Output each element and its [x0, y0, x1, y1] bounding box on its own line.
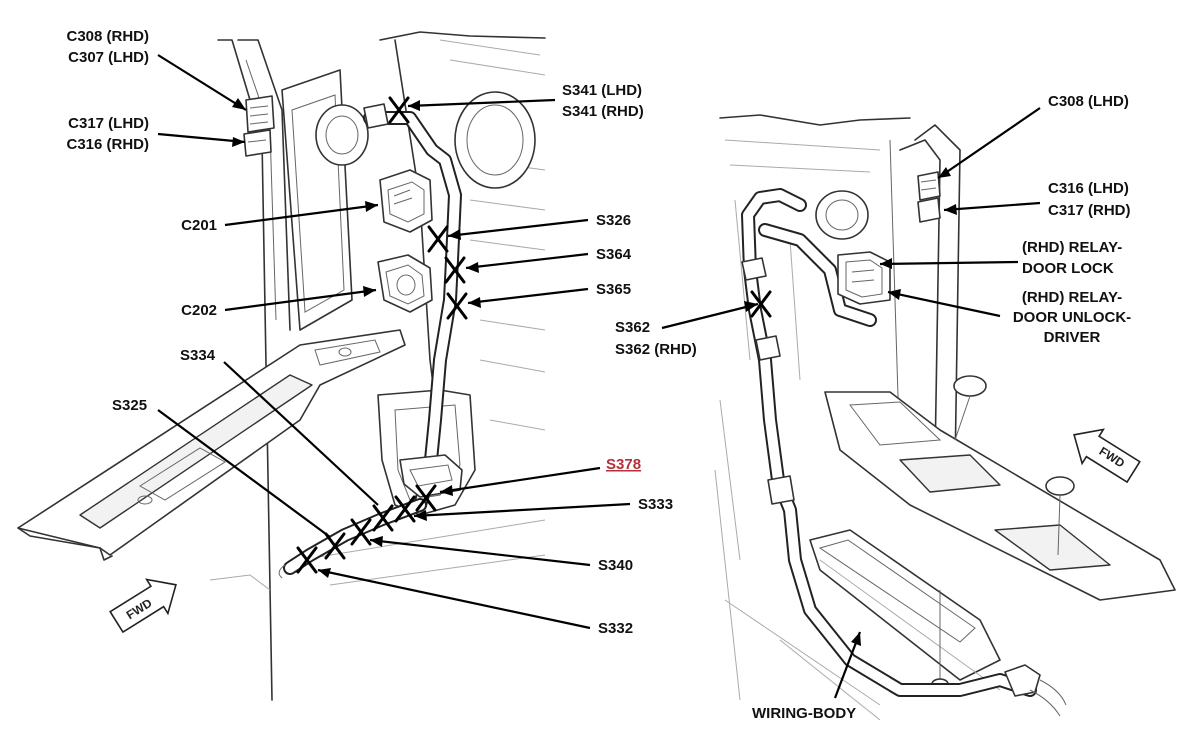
label-s341-lhd: S341 (LHD): [562, 82, 642, 99]
label-relay-unlock-line3: DRIVER: [1044, 329, 1101, 346]
splice-s332-marker: [296, 546, 318, 574]
label-c201: C201: [181, 217, 217, 234]
label-c307-lhd: C307 (LHD): [68, 49, 149, 66]
right-view-drawing: [714, 114, 1176, 721]
label-s378: S378: [606, 456, 641, 473]
label-c202: C202: [181, 302, 217, 319]
label-s364: S364: [596, 246, 632, 263]
label-wiring-body: WIRING-BODY: [752, 705, 856, 722]
splice-s341-marker: [388, 96, 410, 124]
label-s332: S332: [598, 620, 633, 637]
left-view-drawing: [17, 31, 546, 701]
splice-s325-marker: [324, 532, 346, 560]
splice-s365-marker: [446, 292, 468, 320]
label-s334: S334: [180, 347, 216, 364]
label-c308-lhd: C308 (LHD): [1048, 93, 1129, 110]
label-s362: S362: [615, 319, 650, 336]
label-s341-rhd: S341 (RHD): [562, 103, 644, 120]
label-s333: S333: [638, 496, 673, 513]
splice-markers: [296, 96, 772, 574]
label-relay-unlock-line2: DOOR UNLOCK-: [1013, 309, 1131, 326]
callout-labels: C308 (RHD) C307 (LHD) C317 (LHD) C316 (R…: [66, 28, 1131, 722]
splice-s326-marker: [427, 225, 449, 253]
splice-s378-marker: [415, 484, 437, 512]
splice-s364-marker: [444, 256, 466, 284]
label-relay-unlock-line1: (RHD) RELAY-: [1022, 289, 1122, 306]
label-c316-lhd: C316 (LHD): [1048, 180, 1129, 197]
fwd-arrow-left: FWD: [109, 578, 177, 634]
leader-arrowheads: [232, 98, 957, 646]
label-relay-lock-line2: DOOR LOCK: [1022, 260, 1114, 277]
label-c308-rhd: C308 (RHD): [66, 28, 149, 45]
label-s365: S365: [596, 281, 631, 298]
splice-s340-marker: [350, 518, 372, 546]
leader-lines: [157, 54, 1041, 699]
label-c316-rhd: C316 (RHD): [66, 136, 149, 153]
splice-s333-marker: [394, 495, 416, 523]
label-s325: S325: [112, 397, 147, 414]
label-c317-rhd: C317 (RHD): [1048, 202, 1131, 219]
label-s340: S340: [598, 557, 633, 574]
label-relay-lock-line1: (RHD) RELAY-: [1022, 239, 1122, 256]
label-s362-rhd: S362 (RHD): [615, 341, 697, 358]
label-c317-lhd: C317 (LHD): [68, 115, 149, 132]
splice-s334-marker: [372, 504, 394, 532]
label-s326: S326: [596, 212, 631, 229]
fwd-arrow-right: FWD: [1073, 428, 1141, 484]
splice-s362-marker: [750, 290, 772, 318]
